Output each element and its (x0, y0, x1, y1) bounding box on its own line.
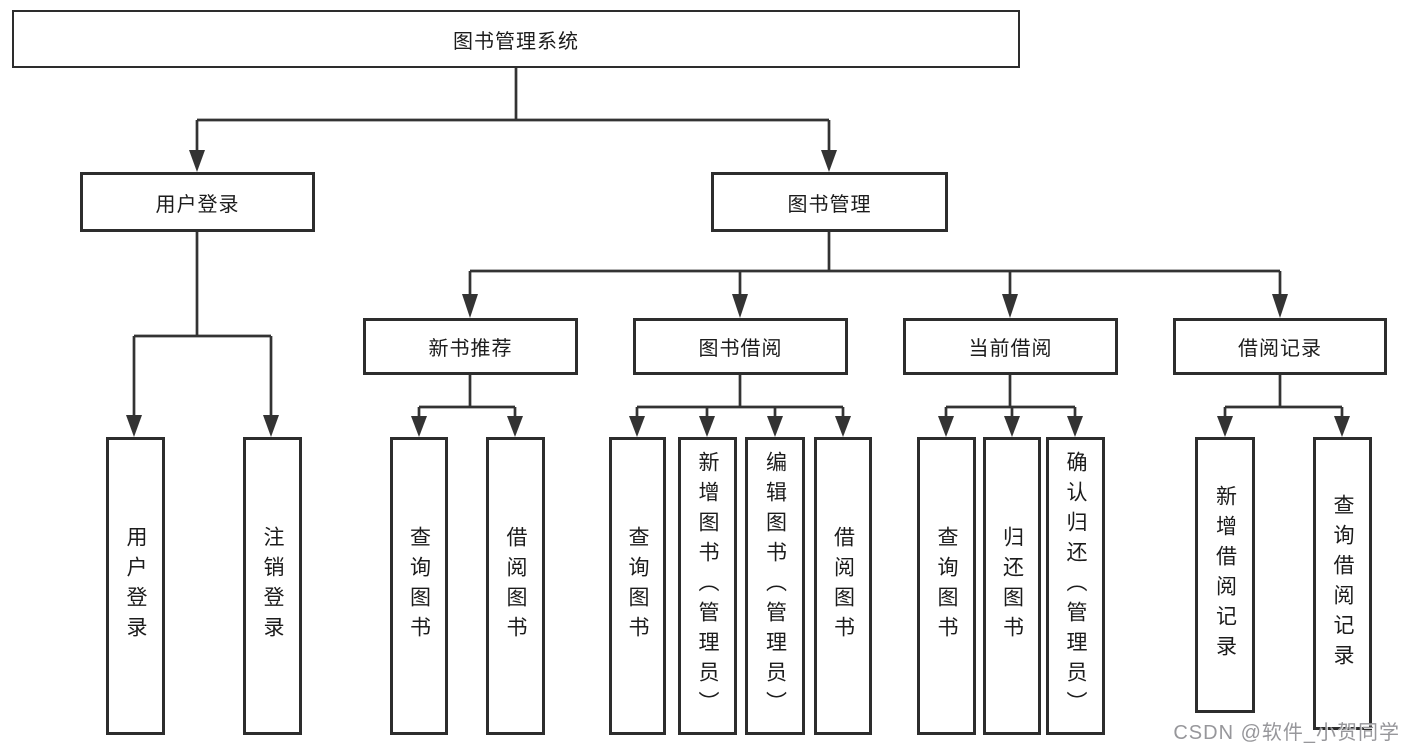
leaf-borrow-query-books: 查询图书 (609, 437, 666, 735)
node-label: 查询图书 (626, 526, 649, 646)
node-user-login: 用户登录 (80, 172, 315, 232)
node-borrow-records: 借阅记录 (1173, 318, 1387, 375)
leaf-records-query-borrow-record: 查询借阅记录 (1313, 437, 1372, 730)
node-label: 归还图书 (1000, 526, 1024, 646)
node-label: 编辑图书（管理员） (763, 451, 787, 721)
node-label: 查询借阅记录 (1331, 493, 1354, 674)
node-label: 用户登录 (155, 193, 240, 216)
node-label: 查询图书 (935, 526, 958, 646)
leaf-current-query-books: 查询图书 (917, 437, 976, 735)
arrowheads (126, 150, 1350, 437)
node-label: 注销登录 (261, 526, 284, 646)
leaf-current-return-books: 归还图书 (983, 437, 1041, 735)
leaf-recommend-borrow-books: 借阅图书 (486, 437, 545, 735)
node-label: 新增借阅记录 (1213, 485, 1237, 665)
node-label: 确认归还（管理员） (1064, 451, 1087, 721)
node-label: 借阅图书 (504, 526, 527, 646)
node-new-book-recommend: 新书推荐 (363, 318, 578, 375)
leaf-recommend-query-books: 查询图书 (390, 437, 448, 735)
node-book-management: 图书管理 (711, 172, 948, 232)
node-label: 新增图书（管理员） (696, 451, 719, 721)
node-book-borrow: 图书借阅 (633, 318, 848, 375)
leaf-current-confirm-return-admin: 确认归还（管理员） (1046, 437, 1105, 735)
node-label: 当前借阅 (968, 338, 1053, 360)
leaf-borrow-add-books-admin: 新增图书（管理员） (678, 437, 737, 735)
node-label: 图书管理 (787, 193, 872, 216)
node-label: 借阅图书 (831, 526, 855, 646)
node-label: 新书推荐 (428, 338, 513, 360)
leaf-logout: 注销登录 (243, 437, 302, 735)
node-library-management-system: 图书管理系统 (12, 10, 1020, 68)
leaf-records-add-borrow-record: 新增借阅记录 (1195, 437, 1255, 713)
node-label: 图书借阅 (698, 338, 783, 360)
csdn-watermark: CSDN @软件_小贺同学 (1173, 722, 1400, 744)
node-current-borrow: 当前借阅 (903, 318, 1118, 375)
node-label: 图书管理系统 (453, 30, 579, 53)
node-label: 查询图书 (407, 526, 431, 646)
leaf-borrow-borrow-books: 借阅图书 (814, 437, 872, 735)
leaf-user-login: 用户登录 (106, 437, 165, 735)
node-label: 用户登录 (124, 526, 147, 646)
node-label: 借阅记录 (1238, 338, 1322, 360)
leaf-borrow-edit-books-admin: 编辑图书（管理员） (745, 437, 805, 735)
